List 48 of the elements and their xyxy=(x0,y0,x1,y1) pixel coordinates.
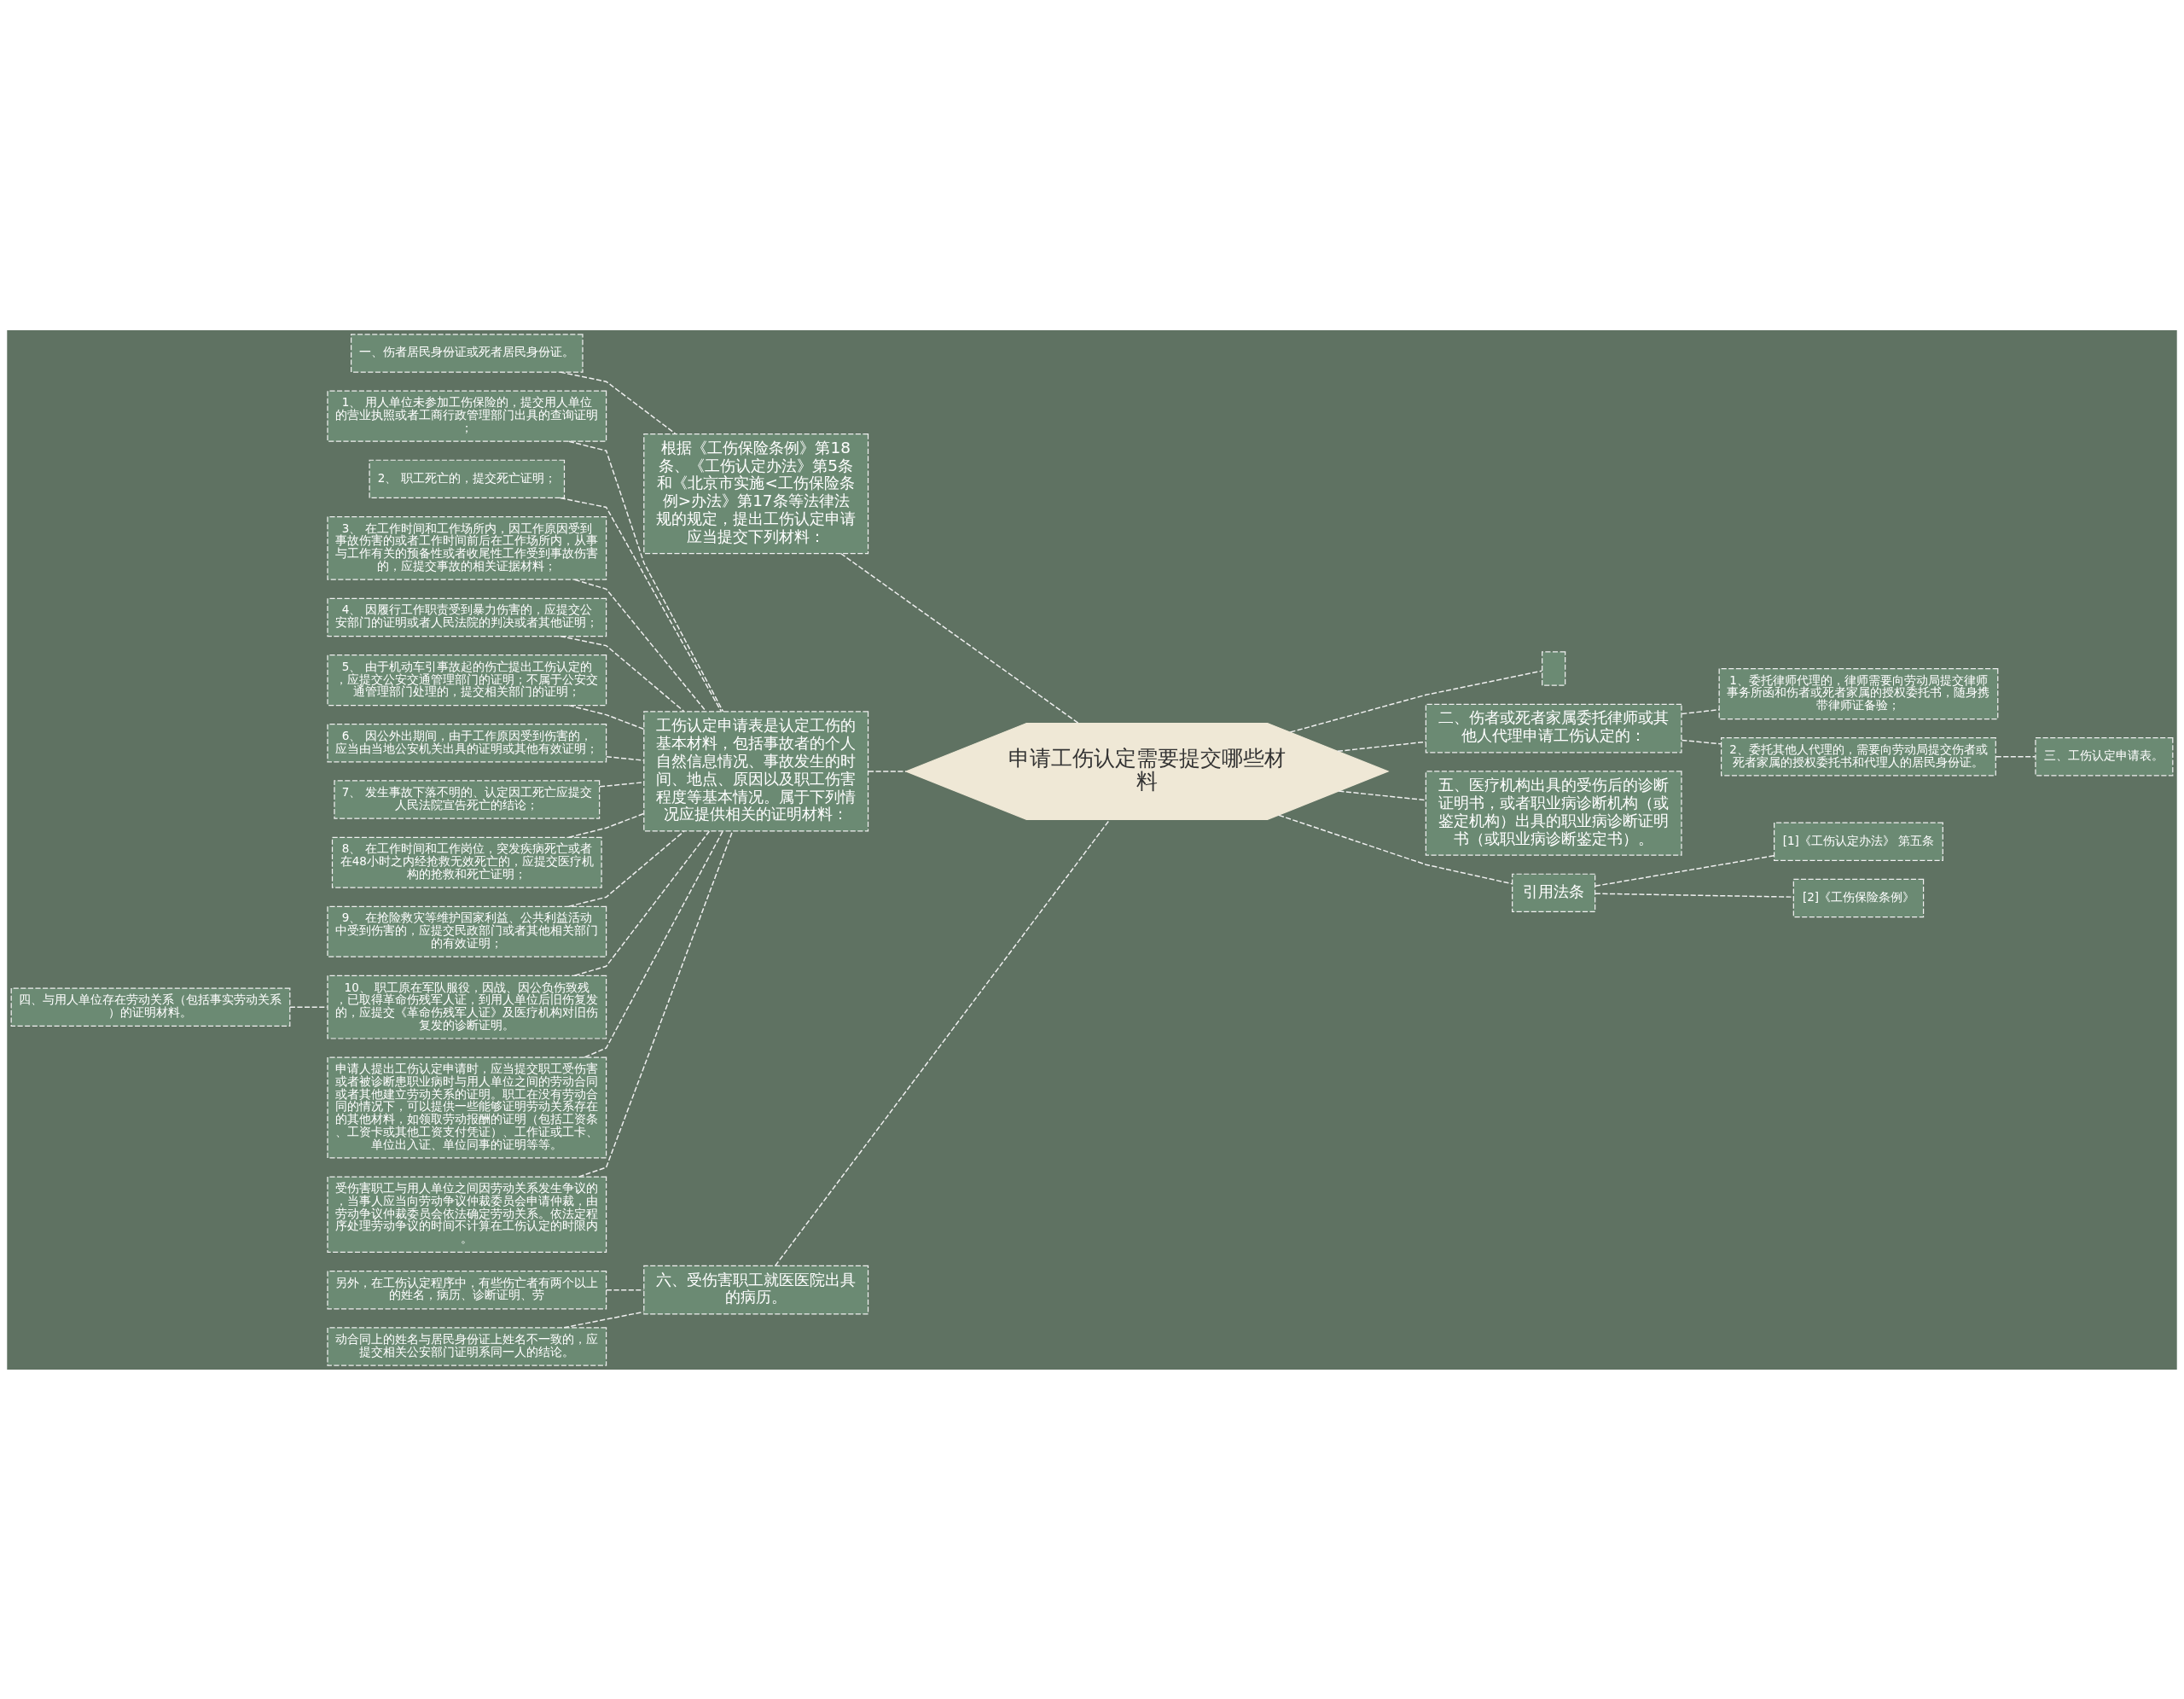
connector xyxy=(840,552,1080,724)
node-box: 6、 因公外出期间，由于工作原因受到伤害的，应当由当地公安机关出具的证明或其他有效证明； xyxy=(327,723,607,762)
connector xyxy=(578,830,734,1178)
node-box: 引用法条 xyxy=(1512,873,1596,912)
node-box: 5、 由于机动车引事故起的伤亡提出工伤认定的，应提交公安交通管理部门的证明；不属于公安交通管理部门处理的，提交相关部门的证明； xyxy=(327,654,607,706)
node-box: 四、与用人单位存在劳动关系（包括事实劳动关系）的证明材料。 xyxy=(10,986,291,1027)
connector xyxy=(568,440,724,713)
node-box: [2]《工伤保险条例》 xyxy=(1792,878,1925,917)
connector xyxy=(1289,669,1542,733)
connector xyxy=(568,704,645,730)
connector xyxy=(1681,739,1722,744)
node-box: 根据《工伤保险条例》第18条、《工伤认定办法》第5条和《北京市实施<工伤保险条例>办法》第17条等法律法规的规定，提出工伤认定申请应当提交下列材料： xyxy=(643,433,869,554)
connector xyxy=(1594,854,1775,887)
connector xyxy=(573,829,711,976)
node-box: 9、 在抢险救灾等维护国家利益、公共利益活动中受到伤害的，应提交民政部门或者其他相关部门的有效证明； xyxy=(327,905,607,957)
node-box: 申请人提出工伤认定申请时，应当提交职工受伤害或者被诊断患职业病时与用人单位之间的劳动合同或者其他建立劳动关系的证明。职工在没有劳动合同的情况下，可以提供一些能够证明劳动关系存在的其他材料，如领取劳动报酬的证明（包括工资条、工资卡或其他工资支付凭证）、工作证或工卡、单位出入证、单位同事的证明等等。 xyxy=(327,1056,607,1159)
connector xyxy=(1338,789,1426,800)
connector xyxy=(868,770,907,772)
node-box: 7、 发生事故下落不明的、认定因工死亡应提交人民法院宣告死亡的结论； xyxy=(334,779,601,819)
node-box: 工伤认定申请表是认定工伤的基本材料，包括事故者的个人自然信息情况、事故发生的时间、地点、原因以及职工伤害程度等基本情况。属于下列情况应提供相关的证明材料： xyxy=(643,710,869,831)
node-box: 受伤害职工与用人单位之间因劳动关系发生争议的，当事人应当向劳动争议仲裁委员会申请仲裁，由劳动争议仲裁委员会依法确定劳动关系。依法定程序处理劳动争议的时间不计算在工伤认定的时限内。 xyxy=(327,1175,607,1253)
connector xyxy=(1995,755,2036,757)
connector xyxy=(559,497,723,712)
node-box: 4、 因履行工作职责受到暴力伤害的，应提交公安部门的证明或者人民法院的判决或者其他证明； xyxy=(327,597,607,637)
node-box: 二、伤者或死者家属委托律师或其他人代理申请工伤认定的： xyxy=(1425,703,1682,753)
connector xyxy=(1278,814,1513,884)
connector xyxy=(599,781,645,788)
node-box: 动合同上的姓名与居民身份证上姓名不一致的，应提交相关公安部门证明系同一人的结论。 xyxy=(327,1326,607,1366)
node-box: 1、委托律师代理的，律师需要向劳动局提交律师事务所函和伤者或死者家属的授权委托书，随身携带律师证备验； xyxy=(1718,667,1999,719)
node-box: [1]《工伤认定办法》 第五条 xyxy=(1774,821,1943,861)
node-box: 3、 在工作时间和工作场所内，因工作原因受到事故伤害的或者工作时间前后在工作场所内，从事与工作有关的预备性或者收尾性工作受到事故伤害的，应提交事故的相关证据材料； xyxy=(327,515,607,580)
node-box: 一、伤者居民身份证或死者居民身份证。 xyxy=(351,333,584,373)
connector xyxy=(1594,892,1794,898)
connector xyxy=(559,370,677,434)
node-box: 2、 职工死亡的，提交死亡证明； xyxy=(369,459,566,498)
node-box: 2、委托其他人代理的，需要向劳动局提交伤者或死者家属的授权委托书和代理人的居民身份证。 xyxy=(1721,736,1996,776)
connector xyxy=(1337,741,1426,752)
connector xyxy=(775,818,1111,1266)
node-box: 10、 职工原在军队服役，因战、因公负伤致残，已取得革命伤残军人证，到用人单位后旧伤复发的，应提交《革命伤残军人证》及医疗机构对旧伤复发的诊断证明。 xyxy=(327,975,607,1039)
node-box: 8、 在工作时间和工作岗位，突发疾病死亡或者在48小时之内经抢救无效死亡的，应提交医疗机构的抢救和死亡证明； xyxy=(331,836,602,888)
node-box: 另外，在工伤认定程序中，有些伤亡者有两个以上的姓名，病历、诊断证明、劳 xyxy=(327,1270,607,1309)
node-box: 六、受伤害职工就医医院出具的病历。 xyxy=(643,1265,869,1315)
node-box: 五、医疗机构出具的受伤后的诊断证明书，或者职业病诊断机构（或鉴定机构）出具的职业病诊断证明书（或职业病诊断鉴定书）。 xyxy=(1425,770,1682,856)
node-box xyxy=(1542,650,1566,686)
node-box: 1、 用人单位未参加工伤保险的，提交用人单位的营业执照或者工商行政管理部门出具的查询证明； xyxy=(327,390,607,442)
connector xyxy=(1681,708,1720,714)
node-box: 三、工伤认定申请表。 xyxy=(2035,736,2174,776)
connector xyxy=(563,1311,645,1329)
